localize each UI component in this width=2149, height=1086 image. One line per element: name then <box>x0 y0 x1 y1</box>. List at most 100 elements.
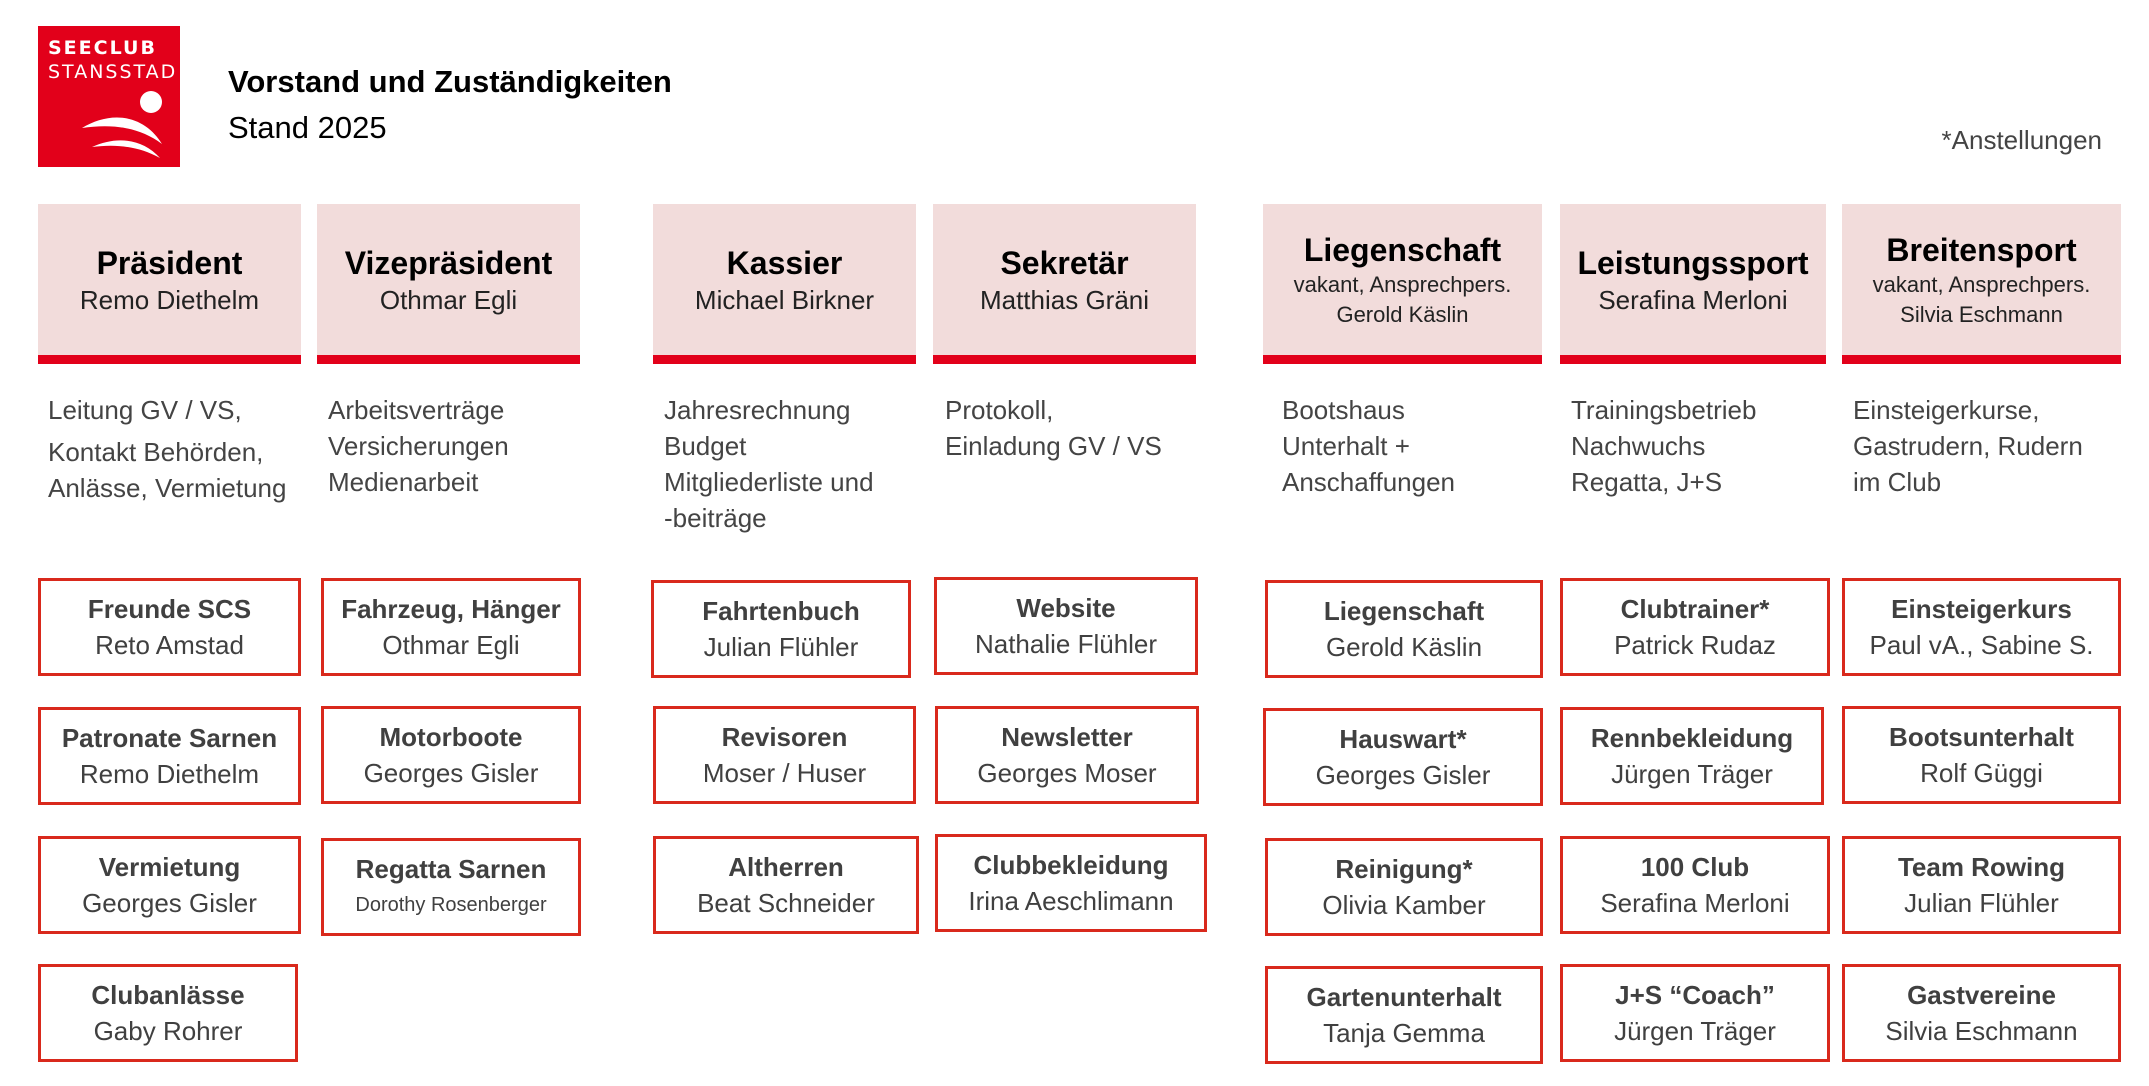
task-title: Regatta Sarnen <box>355 854 547 884</box>
role-title: Sekretär <box>1000 244 1129 281</box>
desc-praesident: Leitung GV / VS, Kontakt Behörden, Anläs… <box>48 392 324 506</box>
role-person: Matthias Gräni <box>979 284 1150 315</box>
task-box: Gartenunterhalt Tanja Gemma <box>1265 966 1543 1064</box>
role-title: Leistungssport <box>1577 244 1809 281</box>
role-title: Präsident <box>96 244 243 281</box>
task-person: Jürgen Träger <box>1614 1016 1776 1046</box>
task-person: Rolf Güggi <box>1920 758 2043 788</box>
task-box: Clubbekleidung Irina Aeschlimann <box>935 834 1207 932</box>
task-title: Clubbekleidung <box>973 850 1169 880</box>
task-box: Motorboote Georges Gisler <box>321 706 581 804</box>
desc-leistungssport: Trainingsbetrieb Nachwuchs Regatta, J+S <box>1571 392 1847 500</box>
task-title: Clubanlässe <box>91 980 245 1010</box>
header-liegenschaft: Liegenschaft vakant, Ansprechpers. Gerol… <box>1263 204 1542 364</box>
task-box: Fahrzeug, Hänger Othmar Egli <box>321 578 581 676</box>
header-sekretaer: Sekretär Matthias Gräni <box>933 204 1196 364</box>
task-box: Clubanlässe Gaby Rohrer <box>38 964 298 1062</box>
task-title: Gastvereine <box>1907 980 2056 1010</box>
task-person: Beat Schneider <box>697 888 875 918</box>
header-praesident: Präsident Remo Diethelm <box>38 204 301 364</box>
desc-line: Anschaffungen <box>1282 467 1455 497</box>
desc-line: -beiträge <box>664 503 767 533</box>
task-box: Rennbekleidung Jürgen Träger <box>1560 707 1824 805</box>
role-person: Gerold Käslin <box>1336 301 1469 327</box>
desc-line: Anlässe, Vermietung <box>48 473 287 503</box>
logo-text-line1: SEECLUB <box>48 37 157 59</box>
task-title: Vermietung <box>98 852 241 882</box>
desc-line: Protokoll, <box>945 395 1054 425</box>
role-title: Kassier <box>726 244 843 281</box>
desc-line: Einladung GV / VS <box>945 431 1162 461</box>
role-person: vakant, Ansprechpers. <box>1872 271 2091 297</box>
task-person: Paul vA., Sabine S. <box>1869 630 2094 660</box>
desc-line: Versicherungen <box>328 431 509 461</box>
task-title: Freunde SCS <box>87 594 252 624</box>
task-box: Team Rowing Julian Flühler <box>1842 836 2121 934</box>
task-box: Einsteigerkurs Paul vA., Sabine S. <box>1842 578 2121 676</box>
header-leistungssport: Leistungssport Serafina Merloni <box>1560 204 1826 364</box>
role-title: Breitensport <box>1886 231 2077 268</box>
task-person: Patrick Rudaz <box>1614 630 1776 660</box>
task-title: Website <box>1016 593 1116 623</box>
desc-line: Kontakt Behörden, <box>48 437 264 467</box>
task-title: Einsteigerkurs <box>1891 594 2072 624</box>
task-box: Bootsunterhalt Rolf Güggi <box>1842 706 2121 804</box>
footnote: *Anstellungen <box>1941 125 2102 155</box>
task-person: Georges Moser <box>977 758 1157 788</box>
desc-line: Unterhalt + <box>1282 431 1410 461</box>
task-title: Patronate Sarnen <box>61 723 278 753</box>
task-title: Bootsunterhalt <box>1889 722 2074 752</box>
desc-vizepraesident: Arbeitsverträge Versicherungen Medienarb… <box>328 392 604 500</box>
task-person: Dorothy Rosenberger <box>355 894 547 916</box>
role-person: Serafina Merloni <box>1598 284 1788 315</box>
task-title: Team Rowing <box>1897 852 2066 882</box>
task-title: 100 Club <box>1640 852 1750 882</box>
task-title: Fahrzeug, Hänger <box>341 594 561 624</box>
desc-line: Mitgliederliste und <box>664 467 874 497</box>
header-vizepraesident: Vizepräsident Othmar Egli <box>317 204 580 364</box>
desc-line: Bootshaus <box>1282 395 1405 425</box>
task-box: Patronate Sarnen Remo Diethelm <box>38 707 301 805</box>
task-title: Rennbekleidung <box>1590 723 1794 753</box>
task-box: Clubtrainer* Patrick Rudaz <box>1560 578 1830 676</box>
task-title: Altherren <box>728 852 844 882</box>
role-person: Silvia Eschmann <box>1900 301 2063 327</box>
task-box: J+S “Coach” Jürgen Träger <box>1560 964 1830 1062</box>
desc-liegenschaft: Bootshaus Unterhalt + Anschaffungen <box>1282 392 1558 500</box>
desc-line: Nachwuchs <box>1571 431 1706 461</box>
task-title: Newsletter <box>1001 722 1133 752</box>
desc-line: Einsteigerkurse, <box>1853 395 2040 425</box>
task-person: Remo Diethelm <box>79 759 260 789</box>
task-person: Silvia Eschmann <box>1885 1016 2078 1046</box>
task-title: Motorboote <box>379 722 523 752</box>
task-title: Liegenschaft <box>1323 596 1485 626</box>
desc-line: Leitung GV / VS, <box>48 395 242 425</box>
task-person: Julian Flühler <box>703 632 859 662</box>
task-box: Newsletter Georges Moser <box>935 706 1199 804</box>
task-box: Website Nathalie Flühler <box>934 577 1198 675</box>
desc-kassier: Jahresrechnung Budget Mitgliederliste un… <box>664 392 940 536</box>
role-title: Vizepräsident <box>344 244 553 281</box>
task-box: Freunde SCS Reto Amstad <box>38 578 301 676</box>
task-person: Jürgen Träger <box>1611 759 1773 789</box>
task-title: Hauswart* <box>1339 724 1467 754</box>
header-kassier: Kassier Michael Birkner <box>653 204 916 364</box>
role-person: Othmar Egli <box>379 284 518 315</box>
desc-breitensport: Einsteigerkurse, Gastrudern, Rudern im C… <box>1853 392 2129 500</box>
desc-line: Trainingsbetrieb <box>1571 395 1757 425</box>
task-box: 100 Club Serafina Merloni <box>1560 836 1830 934</box>
task-person: Gerold Käslin <box>1325 632 1483 662</box>
task-box: Fahrtenbuch Julian Flühler <box>651 580 911 678</box>
task-person: Gaby Rohrer <box>93 1016 243 1046</box>
rower-icon <box>82 91 162 158</box>
task-title: Clubtrainer* <box>1620 594 1770 624</box>
task-person: Irina Aeschlimann <box>968 886 1174 916</box>
role-person: Remo Diethelm <box>79 284 260 315</box>
role-person: Michael Birkner <box>694 284 875 315</box>
desc-line: Medienarbeit <box>328 467 479 497</box>
page-title: Vorstand und Zuständigkeiten <box>228 64 672 99</box>
desc-line: Arbeitsverträge <box>328 395 505 425</box>
desc-sekretaer: Protokoll, Einladung GV / VS <box>945 392 1221 464</box>
task-title: J+S “Coach” <box>1615 980 1775 1010</box>
task-person: Othmar Egli <box>382 630 520 660</box>
